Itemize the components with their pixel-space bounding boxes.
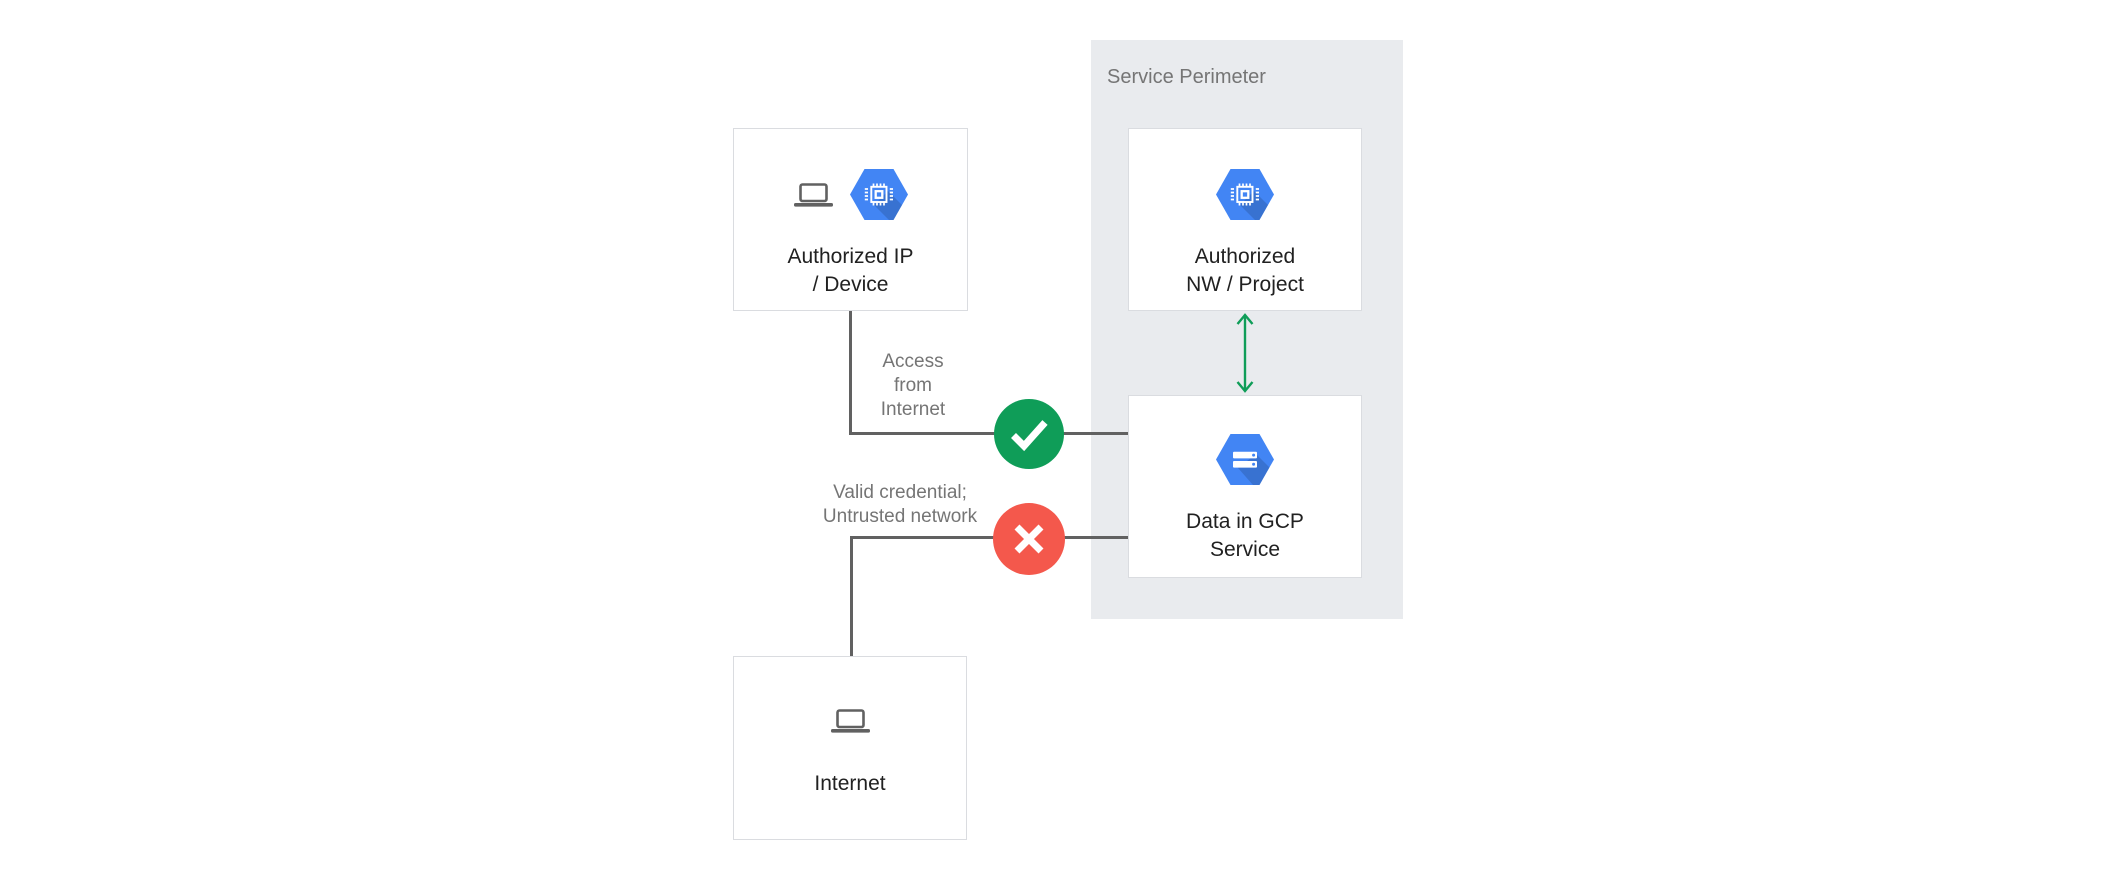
connector-ip-to-data-horizontal xyxy=(849,432,1128,435)
denied-badge xyxy=(993,503,1065,575)
check-icon xyxy=(994,399,1064,469)
node-icon-row xyxy=(1216,169,1274,225)
gcp-compute-hexagon-icon xyxy=(1216,169,1274,225)
connector-internet-to-data-vertical xyxy=(850,538,853,656)
node-icon-row xyxy=(830,709,870,738)
laptop-icon xyxy=(830,709,870,738)
connector-ip-to-data-vertical xyxy=(849,311,852,433)
gcp-compute-hexagon-icon xyxy=(849,169,908,225)
service-perimeter-label: Service Perimeter xyxy=(1107,66,1266,88)
edge-label-valid-credential-untrusted-network: Valid credential; Untrusted network xyxy=(822,482,978,527)
node-label-authorized-ip-device: Authorized IP / Device xyxy=(787,245,914,296)
allowed-badge xyxy=(994,399,1064,469)
node-label-internet: Internet xyxy=(814,772,886,795)
bidirectional-arrow-icon xyxy=(1235,312,1255,394)
node-label-authorized-nw-project: Authorized NW / Project xyxy=(1186,245,1304,296)
node-data-in-gcp-service: Data in GCP Service xyxy=(1128,395,1362,578)
connector-internet-to-data-horizontal xyxy=(850,536,1128,539)
gcp-storage-hexagon-icon xyxy=(1216,434,1274,490)
node-icon-row xyxy=(1216,434,1274,490)
x-icon xyxy=(993,503,1065,575)
node-internet: Internet xyxy=(733,656,967,840)
edge-label-access-from-internet: Access from Internet xyxy=(880,351,946,420)
node-label-data-in-gcp-service: Data in GCP Service xyxy=(1186,510,1304,561)
node-authorized-ip-device: Authorized IP / Device xyxy=(733,128,968,311)
laptop-icon xyxy=(793,182,833,212)
node-icon-row xyxy=(793,169,908,225)
node-authorized-nw-project: Authorized NW / Project xyxy=(1128,128,1362,311)
